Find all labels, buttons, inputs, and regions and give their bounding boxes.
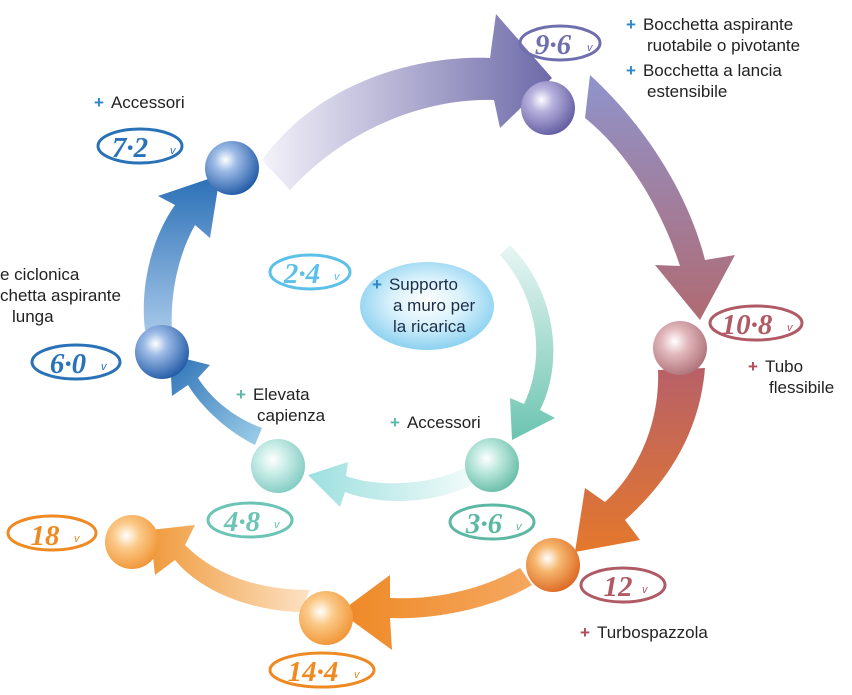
sphere-6-0 [135,325,189,379]
arrow-2-4-to-3-6 [500,245,555,440]
sphere-10-8 [653,321,707,375]
badge-4-8-unit: v [274,519,281,531]
badge-4-8: 4·8 v [206,501,294,539]
label-tubo-line1: Tubo [764,357,804,376]
badge-7-2-value: 7·2 [112,132,148,164]
arrow-9-6-to-10-8 [585,75,735,320]
plus-icon: + [390,413,400,432]
label-elevata-capienza: + Elevata capienza [236,384,325,426]
center-bubble [360,262,494,350]
sphere-4-8 [251,439,305,493]
badge-9-6: 9·6 v [518,24,602,62]
badge-2-4: 2·4 v [268,253,352,291]
badge-7-2-unit: v [170,145,177,157]
plus-icon: + [580,623,590,642]
label-bocchetta-lancia: + Bocchetta a lancia estensibile [626,60,782,102]
arrow-7-2-to-9-6 [262,14,552,190]
badge-3-6: 3·6 v [448,503,536,541]
arrow-14-4-to-18 [150,525,310,612]
badge-14-4-value: 14·4 [288,656,339,688]
label-supporto-line3: la ricarica [393,317,466,336]
plus-icon: + [626,15,636,34]
badge-10-8-value: 10·8 [722,309,773,341]
badge-18-value: 18 [31,520,61,552]
badge-9-6-unit: v [587,42,594,54]
sphere-3-6 [465,438,519,492]
badge-2-4-unit: v [334,271,341,283]
plus-icon: + [748,357,758,376]
badge-2-4-value: 2·4 [283,258,320,290]
badge-7-2: 7·2 v [96,127,184,165]
label-supporto-line1: Supporto [388,275,458,294]
label-accessori-inner: + Accessori [390,412,481,433]
label-tubo-line2: flessibile [769,378,835,397]
plus-icon: + [626,61,636,80]
label-bocchetta-line1: Bocchetta aspirante [642,15,794,34]
label-elevata-line1: Elevata [252,385,310,404]
label-supporto: + Supporto a muro per la ricarica [372,274,512,337]
badge-6-0-value: 6·0 [50,348,86,380]
arrow-3-6-to-4-8 [308,462,472,507]
sphere-18 [105,515,159,569]
label-bocchetta-ruotabile: + Bocchetta aspirante ruotabile o pivotan… [626,14,800,56]
badge-12: 12 v [579,566,667,604]
label-accessori-inner-text: Accessori [406,413,481,432]
badge-10-8: 10·8 v [708,304,804,342]
label-ciclonica-line2: chetta aspirante [0,286,121,305]
label-lancia-line1: Bocchetta a lancia [642,61,782,80]
badge-14-4: 14·4 v [268,651,376,689]
label-supporto-line2: a muro per [393,296,476,315]
badge-12-value: 12 [604,571,633,603]
label-elevata-line2: capienza [257,406,326,425]
label-bocchetta-line2: ruotabile o pivotante [647,36,801,55]
plus-icon: + [94,93,104,112]
arrow-10-8-to-12 [575,368,705,552]
arrow-12-to-14-4 [340,568,532,650]
label-accessori-top: + Accessori [94,92,185,113]
plus-icon: + [236,385,246,404]
label-ciclonica-line1: e ciclonica [0,265,80,284]
badge-18-unit: v [74,533,81,545]
badge-9-6-value: 9·6 [535,29,572,61]
badge-6-0: 6·0 v [30,343,122,381]
label-turbospazzola-text: Turbospazzola [596,623,708,642]
badge-14-4-unit: v [354,669,361,681]
sphere-9-6 [521,81,575,135]
badge-3-6-value: 3·6 [465,508,503,540]
label-tubo-flessibile: + Tubo flessibile [748,356,834,398]
arrow-4-8-to-6-0 [170,355,262,445]
badge-4-8-value: 4·8 [223,506,261,538]
label-lancia-line2: estensibile [647,82,728,101]
arrow-6-0-to-7-2 [143,175,220,330]
badge-18: 18 v [6,514,98,552]
label-ciclonica-line3: lunga [12,307,54,326]
plus-icon: + [372,275,382,294]
label-ciclonica: e ciclonica chetta aspirante lunga [0,264,121,327]
badge-3-6-unit: v [516,521,523,533]
label-accessori-top-text: Accessori [110,93,185,112]
label-turbospazzola: + Turbospazzola [580,622,708,643]
badge-12-unit: v [642,584,649,596]
badge-10-8-unit: v [787,322,794,334]
sphere-12 [526,538,580,592]
sphere-14-4 [299,591,353,645]
badge-6-0-unit: v [101,361,108,373]
sphere-7-2 [205,141,259,195]
